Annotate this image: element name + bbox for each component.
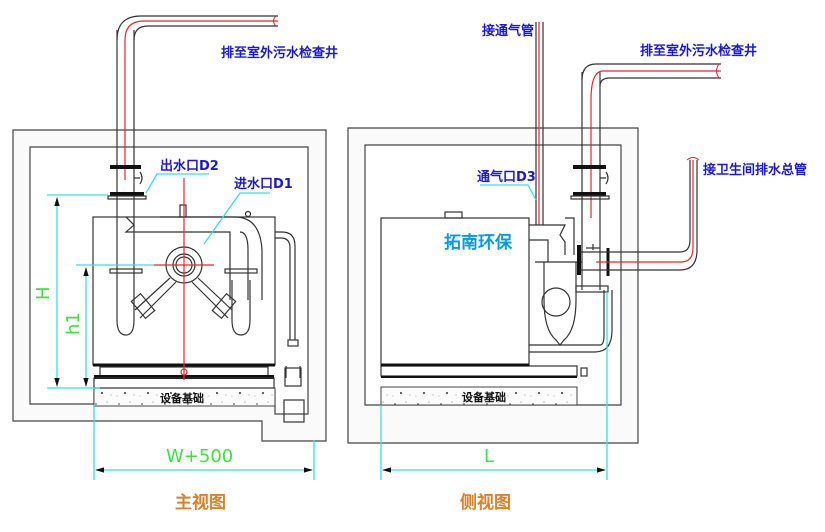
front-pump-base <box>283 399 305 423</box>
front-inlet-leader <box>203 192 270 245</box>
side-riser-valve <box>600 171 609 185</box>
front-pump-coupling <box>287 339 299 347</box>
side-pump-housing <box>529 217 582 263</box>
front-inlet-label: 进水口D1 <box>234 176 293 192</box>
front-left-riser-flange <box>109 268 143 274</box>
front-outlet-flange-plate <box>107 195 147 200</box>
side-foundation-label: 设备基础 <box>462 390 506 404</box>
side-inlet-valve <box>586 244 600 250</box>
front-outlet-label: 出水口D2 <box>160 158 219 174</box>
front-small-fitting <box>244 210 252 218</box>
front-inlet-branches <box>134 277 233 319</box>
side-vent-port-label: 通气口D3 <box>477 169 536 185</box>
side-base-lug <box>580 367 588 377</box>
front-foundation-label: 设备基础 <box>160 391 204 405</box>
front-drain-point <box>180 368 188 376</box>
front-outlet-valve <box>134 171 143 185</box>
front-right-riser <box>231 280 251 336</box>
side-riser-flange-plate <box>570 195 610 200</box>
front-pump-motor <box>284 367 302 387</box>
side-vent-port-leader <box>480 184 537 201</box>
front-discharge-label: 排至室外污水检查井 <box>221 45 338 61</box>
side-pump-flange <box>541 287 571 317</box>
front-w-label: W+500 <box>166 446 233 467</box>
front-outlet-leader <box>145 173 209 194</box>
front-view-title: 主视图 <box>175 492 226 513</box>
front-view: 设备基础 排至室外污水检查井 <box>12 15 338 513</box>
side-discharge-centerline <box>590 70 721 101</box>
side-vent-connect-label: 接通气管 <box>482 23 534 39</box>
side-discharge-label: 排至室外污水检查井 <box>640 43 757 59</box>
front-discharge-centerline <box>124 20 278 41</box>
front-internal-header <box>124 216 263 300</box>
side-pipe-break <box>716 63 720 79</box>
side-manhole <box>444 211 463 219</box>
side-view-title: 侧视图 <box>460 492 511 513</box>
side-discharge-riser <box>581 72 601 290</box>
front-top-nozzle <box>179 204 187 218</box>
side-pump-return <box>529 290 613 353</box>
side-base-frame <box>380 365 578 377</box>
side-view: 设备基础 拓南环保 接通气管 通气口D3 排至室外污水检查井 <box>347 22 807 513</box>
side-bathroom-drain-label: 接卫生间排水总管 <box>703 162 807 178</box>
side-inlet-pipe-break <box>686 157 700 161</box>
side-discharge-pipe <box>581 63 721 87</box>
front-h-label: H <box>33 286 54 300</box>
side-inlet-pipe <box>580 160 698 271</box>
front-outlet-pipe <box>116 30 135 217</box>
front-h1-label: h1 <box>63 312 84 335</box>
front-right-check-valve <box>211 292 237 320</box>
side-pump-volute <box>543 262 577 346</box>
front-left-check-valve <box>130 292 156 320</box>
side-foundation <box>380 386 578 406</box>
side-l-label: L <box>484 446 494 467</box>
front-discharge-pipe <box>116 15 278 41</box>
side-lower-flange <box>575 285 609 293</box>
brand-label: 拓南环保 <box>444 232 513 253</box>
front-pipe-break <box>273 15 277 27</box>
front-pump-body <box>285 366 301 378</box>
front-right-riser-flange <box>224 268 258 274</box>
side-inlet-centerline <box>596 160 694 263</box>
side-vent-pipe <box>535 22 544 225</box>
front-left-riser <box>116 217 135 336</box>
front-pump-discharge-pipe <box>275 231 296 340</box>
